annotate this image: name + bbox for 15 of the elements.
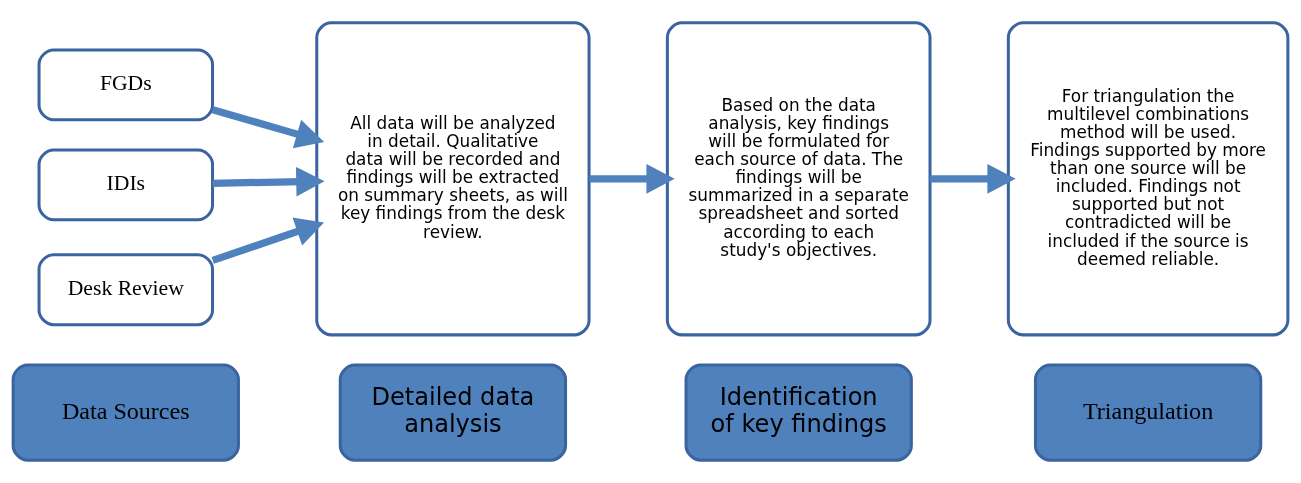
arrow bbox=[211, 106, 325, 149]
node-box: All data will be analyzed in detail. Qualitative data will be recorded and findings will be extracted on summary sheets, as will key findings from the desk review. bbox=[315, 21, 591, 337]
arrow bbox=[211, 217, 325, 264]
node-box: Detailed data analysis bbox=[338, 363, 568, 462]
node-box: FGDs bbox=[37, 48, 215, 122]
arrow bbox=[930, 164, 1016, 194]
node-box: IDIs bbox=[37, 148, 215, 222]
node-box: Desk Review bbox=[37, 253, 215, 327]
node-box: Triangulation bbox=[1033, 363, 1263, 462]
node-box: Data Sources bbox=[11, 363, 240, 462]
arrow bbox=[212, 166, 325, 197]
node-box: For triangulation the multilevel combinations method will be used. Findings supported by more than one source will be included. Findings not supported but not contradicted will be included if the source is deemed reliable. bbox=[1006, 21, 1290, 337]
node-box: Based on the data analysis, key findings will be formulated for each source of data. The findings will be summarized in a separate spreadsheet and sorted according to each study's objectives. bbox=[665, 21, 932, 337]
node-box: Identification of key findings bbox=[684, 363, 913, 462]
arrow bbox=[589, 164, 675, 194]
